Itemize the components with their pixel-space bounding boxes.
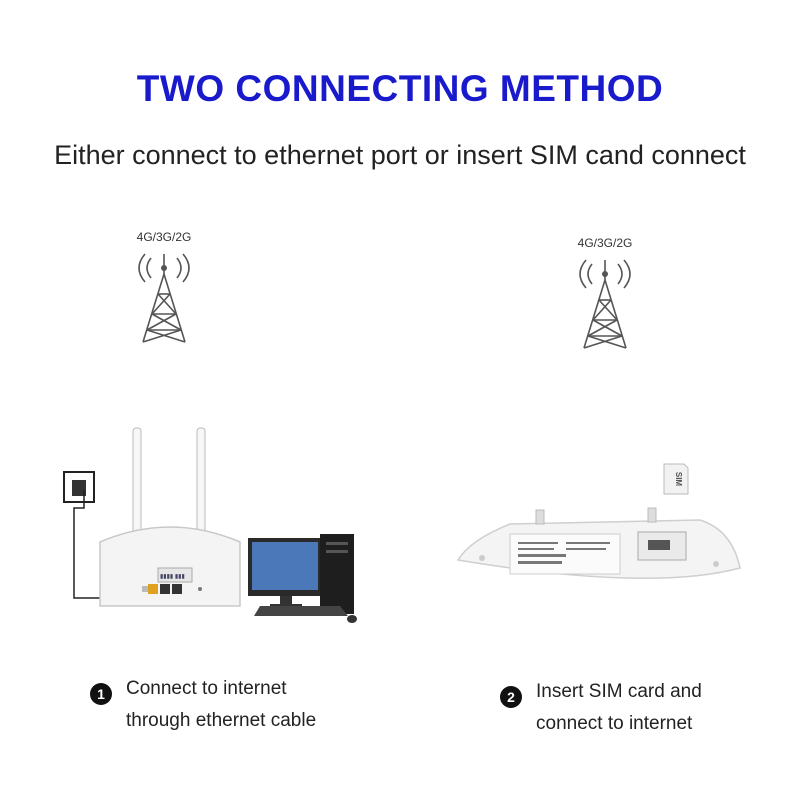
mouse-icon xyxy=(347,615,357,623)
tower-group-right: 4G/3G/2G xyxy=(545,236,665,352)
router-bottom xyxy=(456,507,741,580)
ethernet-scene: ▮▮▮▮ ▮▮▮ xyxy=(60,420,380,630)
page-title: TWO CONNECTING METHOD xyxy=(136,68,664,109)
sim-card-label: SIM xyxy=(674,472,683,487)
router-antenna-right xyxy=(196,427,206,541)
step-number-badge: 2 xyxy=(500,686,522,708)
page-subtitle: Either connect to ethernet port or inser… xyxy=(54,140,746,170)
step-2: 2 Insert SIM card and connect to interne… xyxy=(500,676,702,740)
step-number-badge: 1 xyxy=(90,683,112,705)
step-1: 1 Connect to internet through ethernet c… xyxy=(90,673,316,737)
network-label: 4G/3G/2G xyxy=(136,230,192,244)
power-cable xyxy=(73,490,120,599)
desktop-tower-icon xyxy=(320,534,354,614)
cell-tower-icon xyxy=(579,259,631,349)
step-line: Insert SIM card and xyxy=(536,681,702,702)
step-1-text: Connect to internet through ethernet cab… xyxy=(126,673,316,737)
step-line: connect to internet xyxy=(536,713,693,734)
wall-socket-icon xyxy=(63,471,95,503)
network-label: 4G/3G/2G xyxy=(577,236,633,250)
router-body: ▮▮▮▮ ▮▮▮ xyxy=(99,526,241,607)
step-line: Connect to internet xyxy=(126,678,287,699)
keyboard-icon xyxy=(254,606,348,616)
monitor-icon xyxy=(248,538,322,608)
sim-scene: SIM xyxy=(450,460,750,600)
step-line: through ethernet cable xyxy=(126,710,317,731)
sim-card-icon: SIM xyxy=(663,463,689,495)
router-antenna-left xyxy=(132,427,142,541)
cell-tower-icon xyxy=(138,253,190,343)
svg-text:▮▮▮▮ ▮▮▮: ▮▮▮▮ ▮▮▮ xyxy=(160,574,185,580)
tower-group-left: 4G/3G/2G xyxy=(104,230,224,346)
step-2-text: Insert SIM card and connect to internet xyxy=(536,676,702,740)
